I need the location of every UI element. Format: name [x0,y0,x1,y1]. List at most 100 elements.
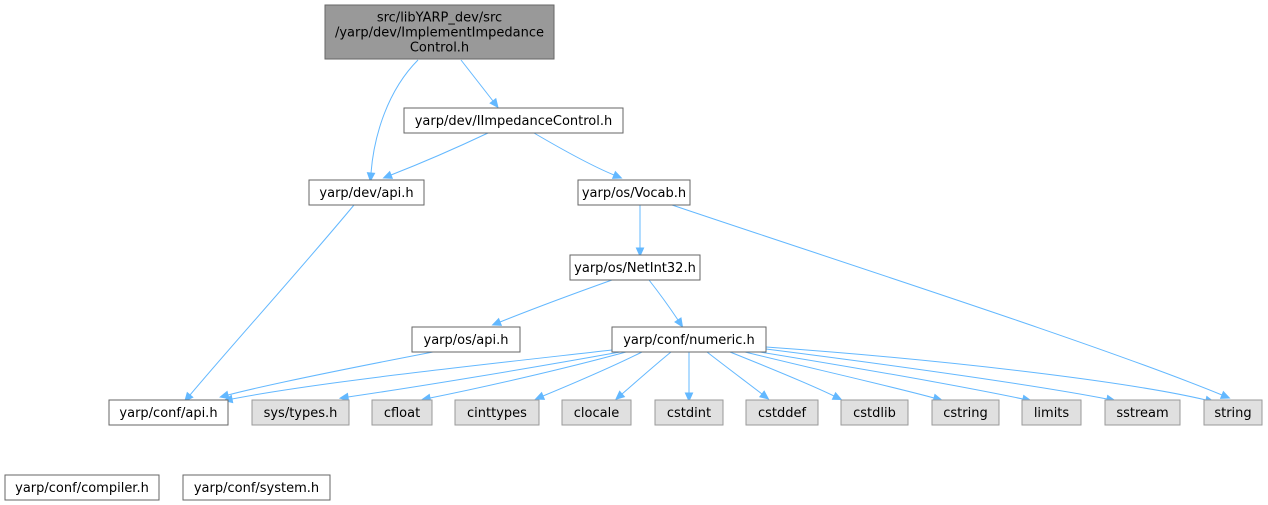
node-box [108,399,229,426]
edge-devapi-to-confapi [184,204,355,403]
node-label: cinttypes [467,406,527,421]
node-root[interactable]: src/libYARP_dev/src/yarp/dev/ImplementIm… [324,4,555,60]
edge-line [759,351,1024,400]
edge-iimp-to-vocab [533,132,623,179]
node-box [569,254,701,281]
node-string[interactable]: string [1203,399,1263,426]
node-box [840,399,909,426]
node-label: cstring [943,406,987,421]
node-box [324,4,555,60]
node-netint[interactable]: yarp/os/NetInt32.h [569,254,701,281]
edge-line [460,59,494,102]
edge-arrowhead [684,392,694,403]
node-clocale[interactable]: clocale [561,399,632,426]
edge-arrowhead [491,317,503,326]
node-label: yarp/dev/IImpedanceControl.h [415,114,613,129]
node-cstring[interactable]: cstring [931,399,1000,426]
edge-line [744,351,935,399]
node-label: /yarp/dev/ImplementImpedance [335,26,544,41]
node-cstdint[interactable]: cstdint [654,399,724,426]
edge-arrowhead [219,390,230,400]
node-numeric[interactable]: yarp/conf/numeric.h [611,326,767,353]
node-systypes[interactable]: sys/types.h [251,399,350,426]
edge-line [729,351,835,397]
node-label: yarp/os/Vocab.h [582,186,686,201]
node-osapi[interactable]: yarp/os/api.h [411,326,521,353]
node-sstream[interactable]: sstream [1104,399,1181,426]
edge-line [671,204,1223,396]
node-label: cfloat [384,406,420,421]
edge-osapi-to-confapi [219,351,434,400]
node-label: sys/types.h [264,406,338,421]
edge-arrowhead [758,390,770,400]
node-box [577,179,691,206]
node-box [182,474,331,501]
edge-line [648,279,679,321]
node-box [4,474,160,501]
node-box [654,399,724,426]
node-box [561,399,632,426]
edge-arrowhead [184,391,194,403]
node-iimp[interactable]: yarp/dev/IImpedanceControl.h [403,107,624,134]
node-box [1021,399,1082,426]
edge-vocab-to-string [671,204,1231,399]
node-box [308,179,425,206]
node-cfloat[interactable]: cfloat [371,399,433,426]
edge-line [347,351,621,398]
edge-iimp-to-devapi [382,132,489,179]
edge-numeric-to-cinttypes [534,351,643,400]
edge-numeric-to-cstdlib [729,351,843,401]
node-label: yarp/os/NetInt32.h [574,261,696,276]
node-box [403,107,624,134]
edge-line [227,351,434,396]
edge-line [231,349,613,400]
edge-numeric-to-systypes [338,351,621,402]
edge-root-to-iimp [460,59,499,109]
edge-line [765,348,1108,400]
edge-numeric-to-cfloat [420,351,627,403]
node-label: clocale [574,406,619,421]
edge-line [621,351,672,395]
edge-arrowhead [611,170,623,179]
node-devapi[interactable]: yarp/dev/api.h [308,179,425,206]
node-box [745,399,819,426]
node-label: string [1214,406,1251,421]
node-vocab[interactable]: yarp/os/Vocab.h [577,179,691,206]
edge-vocab-to-netint [635,205,645,258]
node-system[interactable]: yarp/conf/system.h [182,474,331,501]
edge-line [370,59,419,174]
node-label: cstdint [667,406,711,421]
nodes-layer: src/libYARP_dev/src/yarp/dev/ImplementIm… [4,4,1263,501]
node-box [611,326,767,353]
node-label: Control.h [410,41,469,56]
node-label: yarp/conf/numeric.h [623,333,755,348]
edge-arrowhead [382,170,394,179]
edge-arrowhead [489,97,499,109]
edge-arrowhead [674,317,684,328]
edge-line [189,204,355,396]
edge-line [706,351,763,395]
node-confapi[interactable]: yarp/conf/api.h [108,399,229,426]
node-limits[interactable]: limits [1021,399,1082,426]
edge-line [533,132,615,176]
node-cinttypes[interactable]: cinttypes [454,399,540,426]
edge-numeric-to-string [765,346,1215,405]
edge-arrowhead [635,247,645,258]
edges-layer [184,59,1231,405]
node-cstdlib[interactable]: cstdlib [840,399,909,426]
edge-line [429,351,627,399]
edge-line [542,351,643,397]
node-label: src/libYARP_dev/src [377,11,502,26]
node-cstddef[interactable]: cstddef [745,399,819,426]
edge-root-to-devapi [366,59,419,183]
node-label: cstdlib [853,406,896,421]
node-box [1104,399,1181,426]
node-box [454,399,540,426]
node-label: limits [1034,406,1070,421]
edge-line [390,132,489,176]
edge-numeric-to-limits [759,351,1033,404]
node-compiler[interactable]: yarp/conf/compiler.h [4,474,160,501]
edge-arrowhead [615,390,626,401]
edge-netint-to-numeric [648,279,684,328]
edge-numeric-to-clocale [615,351,672,401]
